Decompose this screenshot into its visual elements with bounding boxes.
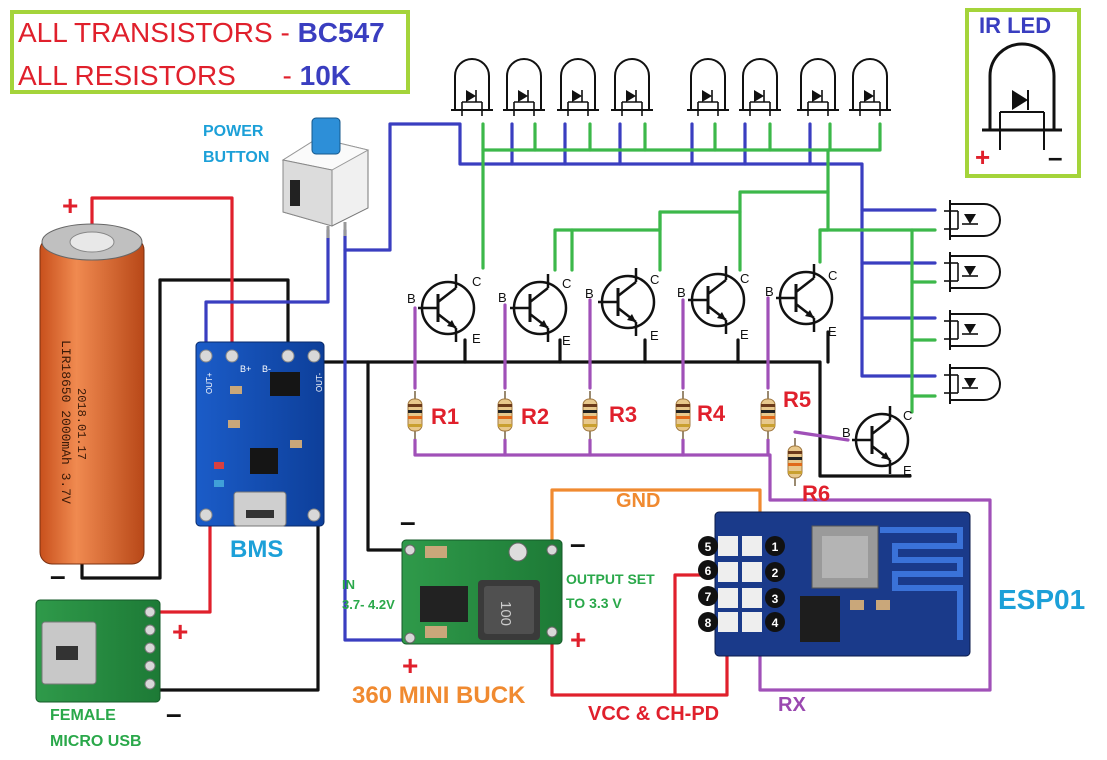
component-notes-box [10, 10, 410, 94]
t1-emitter-label: E [472, 331, 481, 346]
ir-led-legend-minus: – [1048, 142, 1063, 172]
note-transistors-prefix: ALL TRANSISTORS - [18, 17, 298, 48]
buck-output-label-line1: OUTPUT SET [566, 571, 655, 587]
buck-out-plus: + [570, 624, 587, 655]
ir-leds-right [943, 199, 1001, 405]
bms-pin-out-plus: OUT+ [205, 372, 214, 394]
esp01-pin-numbers: 1 2 3 4 5 6 7 8 [698, 536, 785, 632]
bms-pin-out-minus: OUT- [315, 373, 324, 392]
t2-emitter-label: E [562, 333, 571, 348]
esp-pin-8: 8 [705, 616, 712, 630]
mini-buck-label: 360 MINI BUCK [352, 682, 526, 709]
t3-emitter-label: E [650, 328, 659, 343]
ir-led-legend-title: IR LED [979, 13, 1052, 38]
resistor-label-r1: R1 [431, 404, 460, 429]
inductor-marking: 100 [497, 601, 514, 626]
esp-pin-3: 3 [772, 592, 779, 606]
battery-minus-sign: – [50, 560, 66, 591]
vcc-chpd-label: VCC & CH-PD [588, 703, 720, 725]
power-button-switch [281, 117, 370, 238]
usb-label-line2: MICRO USB [50, 733, 142, 750]
ir-led-legend-box [965, 8, 1081, 178]
battery-18650: LIR18650 2000mAh 3.7V 2018.01.17 [39, 223, 145, 565]
t1-base-label: B [407, 291, 416, 306]
resistors [407, 390, 803, 487]
esp01-label: ESP01 [998, 584, 1086, 615]
purple-wires [413, 296, 992, 692]
esp-pin-6: 6 [705, 564, 712, 578]
t6-emitter-label: E [903, 463, 912, 478]
t4-base-label: B [677, 285, 686, 300]
ir-leds-top [450, 58, 892, 117]
buck-in-label-line2: 3.7- 4.2V [342, 597, 395, 612]
note-resistors-prefix: ALL RESISTORS - [18, 60, 300, 91]
green-wires [481, 122, 937, 414]
rx-label: RX [778, 694, 806, 716]
battery-date: 2018.01.17 [74, 388, 88, 460]
t6-base-label: B [842, 425, 851, 440]
resistor-label-r2: R2 [521, 404, 550, 429]
t4-emitter-label: E [740, 327, 749, 342]
battery-plus-sign: + [62, 190, 79, 221]
gnd-label: GND [616, 490, 661, 512]
esp-pin-2: 2 [772, 566, 779, 580]
resistor-label-r5: R5 [783, 387, 812, 412]
t6-collector-label: C [903, 408, 912, 423]
t2-base-label: B [498, 290, 507, 305]
battery-marking: LIR18650 2000mAh 3.7V [58, 340, 73, 504]
note-resistors: ALL RESISTORS - 10K [18, 62, 351, 90]
mini-buck-board: 100 [401, 539, 563, 645]
buck-in-label-line1: IN [342, 577, 355, 592]
resistor-label-r6: R6 [802, 481, 831, 506]
esp-pin-1: 1 [772, 540, 779, 554]
t5-base-label: B [765, 284, 774, 299]
npn-transistors [416, 262, 910, 476]
ground-bus-wires [80, 278, 912, 692]
t5-collector-label: C [828, 268, 837, 283]
transistor-pin-letters: B C E B C E B C E B C E B C E B C E [407, 268, 912, 478]
t5-emitter-label: E [828, 324, 837, 339]
buck-in-minus: – [400, 506, 416, 537]
usb-plus-sign: + [172, 616, 189, 647]
power-button-label-line1: POWER [203, 123, 264, 140]
t4-collector-label: C [740, 271, 749, 286]
esp-pin-4: 4 [772, 616, 779, 630]
resistor-label-r4: R4 [697, 401, 726, 426]
power-button-label-line2: BUTTON [203, 149, 270, 166]
ir-led-legend-symbol [982, 42, 1062, 150]
t1-collector-label: C [472, 274, 481, 289]
buck-out-minus: – [570, 528, 586, 559]
note-resistors-value: 10K [299, 60, 352, 91]
bms-pin-b-minus: B- [262, 364, 271, 374]
ir-led-legend-plus: + [975, 142, 991, 172]
esp01-module: 1 2 3 4 5 6 7 8 [698, 511, 971, 657]
esp01-header [718, 536, 762, 632]
note-transistors-value: BC547 [297, 17, 385, 48]
buck-in-plus: + [402, 650, 419, 681]
bms-pin-b-plus: B+ [240, 364, 251, 374]
note-transistors: ALL TRANSISTORS - BC547 [18, 19, 385, 47]
bms-label: BMS [230, 536, 284, 563]
usb-minus-sign: – [166, 698, 182, 729]
usb-label-line1: FEMALE [50, 707, 116, 724]
esp-pin-7: 7 [705, 590, 712, 604]
t3-base-label: B [585, 286, 594, 301]
blue-wires [204, 122, 937, 642]
micro-usb-board [35, 599, 161, 703]
resistor-label-r3: R3 [609, 402, 638, 427]
bms-board: OUT+ B+ B- OUT- [195, 341, 325, 527]
t2-collector-label: C [562, 276, 571, 291]
esp-pin-5: 5 [705, 540, 712, 554]
buck-output-label-line2: TO 3.3 V [566, 595, 622, 611]
t3-collector-label: C [650, 272, 659, 287]
